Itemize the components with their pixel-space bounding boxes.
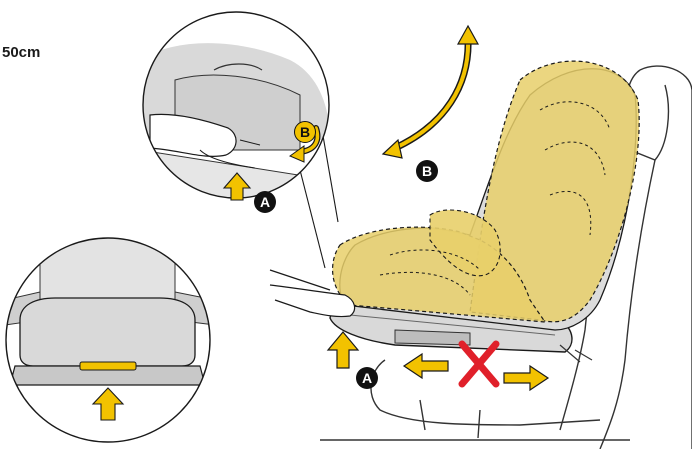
recline-curved-arrow <box>383 26 478 158</box>
marker-a-detail: A <box>254 191 276 213</box>
red-x-icon <box>462 344 496 384</box>
detail-circle-bottom <box>5 238 215 443</box>
marker-b-main: B <box>416 160 438 182</box>
size-label: 50cm <box>2 44 40 61</box>
marker-b-detail: B <box>294 121 316 143</box>
marker-a-main: A <box>356 367 378 389</box>
arrow-up-icon <box>328 332 358 368</box>
detail-circle-top <box>140 12 330 210</box>
